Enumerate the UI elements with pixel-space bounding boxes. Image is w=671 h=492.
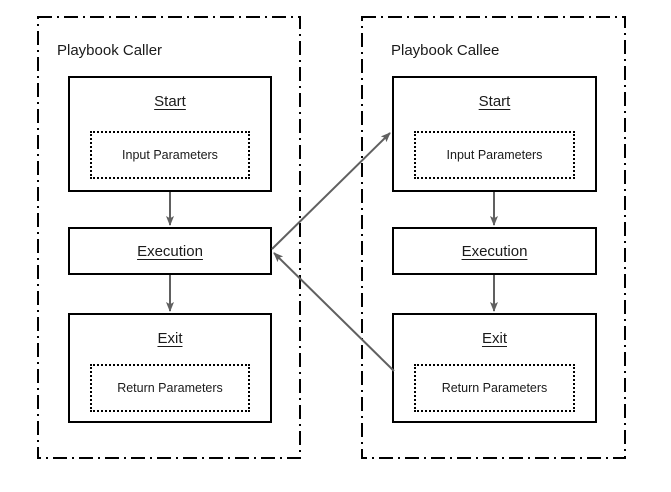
edge-call-caller-execution-to-callee-start bbox=[271, 132, 391, 250]
node-callee-start-label: Start bbox=[478, 93, 511, 110]
node-callee-execution-label: Execution bbox=[461, 242, 528, 260]
lane-title-caller: Playbook Caller bbox=[57, 42, 163, 59]
node-callee-exit-label: Exit bbox=[481, 330, 507, 347]
params-callee-input: Input Parameters bbox=[414, 131, 575, 179]
node-caller-start-label: Start bbox=[154, 93, 186, 110]
params-caller-input: Input Parameters bbox=[90, 131, 250, 179]
node-callee-execution[interactable]: Execution bbox=[392, 227, 597, 275]
node-caller-execution[interactable]: Execution bbox=[68, 227, 272, 275]
lane-title-callee: Playbook Callee bbox=[391, 42, 500, 59]
edge-return-callee-exit-to-caller-execution bbox=[273, 252, 395, 372]
node-caller-execution-label: Execution bbox=[137, 242, 203, 260]
params-callee-return: Return Parameters bbox=[414, 364, 575, 412]
params-caller-return: Return Parameters bbox=[90, 364, 250, 412]
node-caller-exit-label: Exit bbox=[157, 330, 183, 347]
